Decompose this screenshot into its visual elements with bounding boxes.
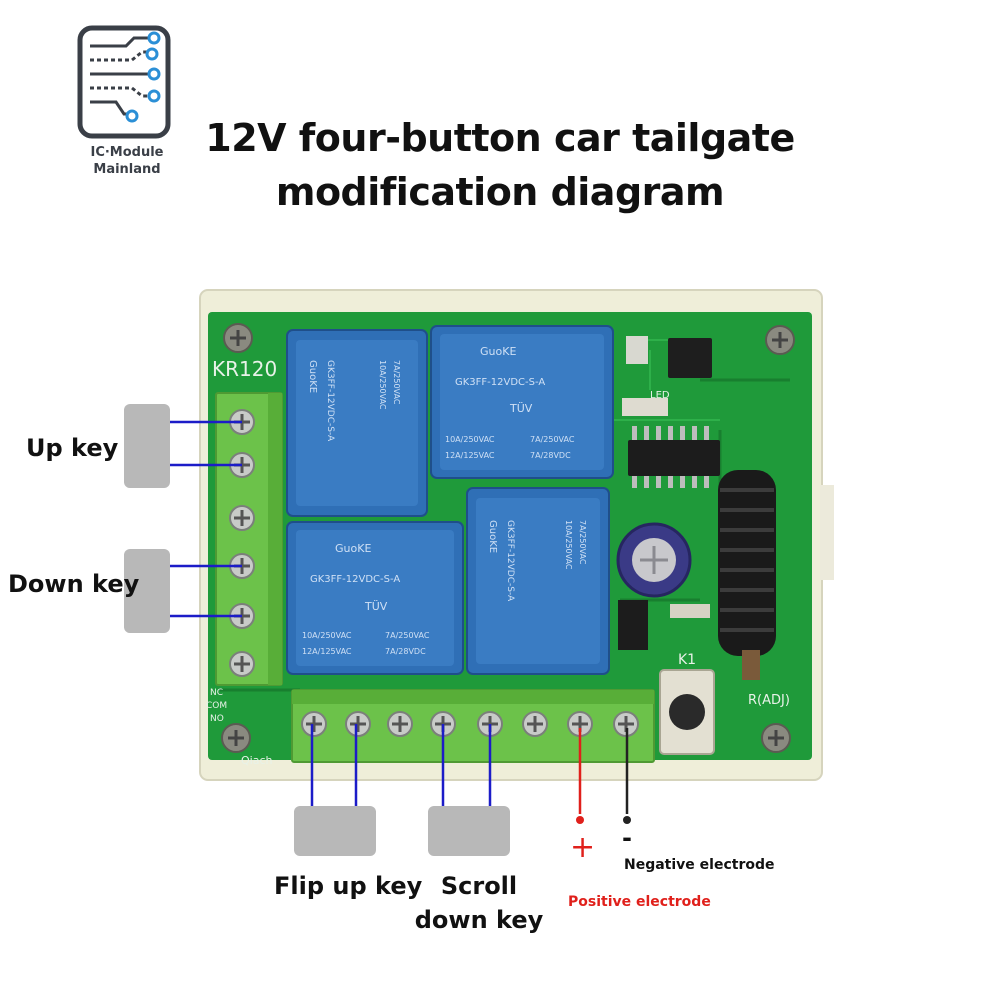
smd-component (626, 336, 648, 364)
svg-text:7A/28VDC: 7A/28VDC (385, 647, 426, 656)
mounting-screw-icon (765, 325, 795, 355)
svg-text:TÜV: TÜV (509, 402, 533, 415)
logo-line2: Mainland (93, 162, 161, 177)
radj-label: R(ADJ) (748, 693, 790, 708)
scroll-down-key-button[interactable] (428, 806, 510, 856)
regulator-component (618, 600, 648, 650)
svg-text:12A/125VAC: 12A/125VAC (302, 647, 352, 656)
svg-text:10A/250VAC: 10A/250VAC (445, 435, 495, 444)
mounting-screw-icon (223, 323, 253, 353)
down-key-label: Down key (8, 570, 140, 598)
svg-text:GK3FF-12VDC-S-A: GK3FF-12VDC-S-A (505, 520, 515, 602)
diode-component (670, 604, 710, 618)
logo-line1: IC·Module (90, 145, 164, 160)
svg-text:GuoKE: GuoKE (487, 520, 498, 553)
led-label: LED (650, 390, 670, 401)
mounting-screw-icon (761, 723, 791, 753)
page-title-line2: modification diagram (275, 170, 725, 214)
side-label-no: NO (210, 714, 224, 724)
svg-text:10A/250VAC: 10A/250VAC (378, 360, 387, 410)
plus-sign: + (570, 830, 596, 865)
svg-text:7A/250VAC: 7A/250VAC (392, 360, 401, 405)
svg-text:GK3FF-12VDC-S-A: GK3FF-12VDC-S-A (310, 574, 400, 585)
scroll-down-key-label-line1: Scroll (440, 872, 518, 900)
up-key-label: Up key (26, 434, 119, 462)
relay-4: GuoKE GK3FF-12VDC-S-A 10A/250VAC 7A/250V… (466, 487, 610, 675)
svg-text:TÜV: TÜV (364, 600, 388, 613)
down-key-button[interactable] (124, 549, 170, 633)
up-key-button[interactable] (124, 404, 170, 488)
svg-text:GuoKE: GuoKE (480, 345, 516, 358)
svg-text:GK3FF-12VDC-S-A: GK3FF-12VDC-S-A (325, 360, 335, 442)
relay-3: GuoKE GK3FF-12VDC-S-A TÜV 10A/250VAC 7A/… (286, 521, 464, 675)
circuit-logo-icon (77, 25, 171, 139)
enclosure-tab (820, 485, 834, 580)
led-component (622, 398, 668, 416)
side-label-nc: NC (210, 688, 223, 698)
svg-text:10A/250VAC: 10A/250VAC (564, 520, 573, 570)
scroll-down-key-label-line2: down key (414, 906, 544, 934)
small-ic-chip (668, 338, 712, 378)
relay-2: GuoKE GK3FF-12VDC-S-A TÜV 10A/250VAC 7A/… (430, 325, 614, 479)
svg-text:GuoKE: GuoKE (307, 360, 318, 393)
minus-sign: - (622, 824, 632, 852)
board-model-label: KR120 (212, 357, 277, 381)
k1-label: K1 (678, 652, 696, 668)
relay-1: GuoKE GK3FF-12VDC-S-A 10A/250VAC 7A/250V… (286, 329, 428, 517)
svg-text:GK3FF-12VDC-S-A: GK3FF-12VDC-S-A (455, 377, 545, 388)
negative-dot (623, 816, 631, 824)
board-brand-label: Qiach (241, 754, 273, 767)
antenna-coil (718, 470, 776, 680)
svg-text:7A/28VDC: 7A/28VDC (530, 451, 571, 460)
svg-text:7A/250VAC: 7A/250VAC (530, 435, 575, 444)
positive-electrode-label: Positive electrode (568, 894, 711, 910)
positive-dot (576, 816, 584, 824)
page-title-line1: 12V four-button car tailgate (205, 116, 795, 160)
flip-up-key-button[interactable] (294, 806, 376, 856)
negative-electrode-label: Negative electrode (624, 857, 775, 873)
svg-text:12A/125VAC: 12A/125VAC (445, 451, 495, 460)
svg-text:GuoKE: GuoKE (335, 542, 371, 555)
capacitor (616, 522, 692, 598)
flip-up-key-label: Flip up key (274, 872, 423, 900)
k1-push-button (659, 669, 715, 755)
decoder-ic-chip (628, 440, 720, 476)
svg-text:7A/250VAC: 7A/250VAC (578, 520, 587, 565)
wires-blue (168, 420, 492, 808)
side-label-com: COM (206, 701, 227, 711)
svg-text:7A/250VAC: 7A/250VAC (385, 631, 430, 640)
mounting-screw-icon (221, 723, 251, 753)
svg-text:10A/250VAC: 10A/250VAC (302, 631, 352, 640)
